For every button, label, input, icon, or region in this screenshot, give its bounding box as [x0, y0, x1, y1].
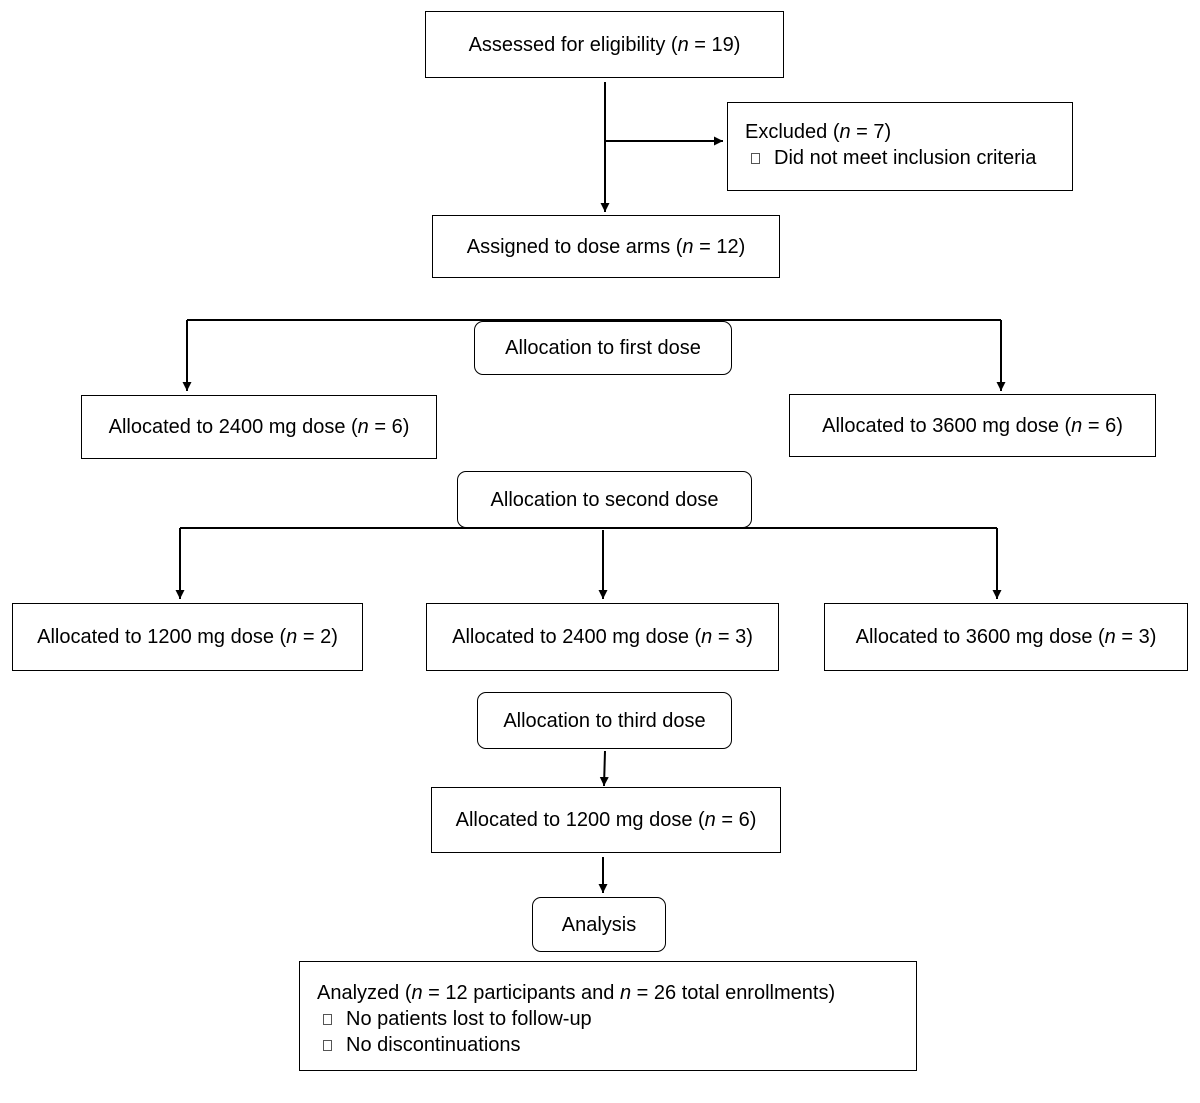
- first-dose-allocation-label: Allocation to first dose: [505, 337, 701, 359]
- first-dose-arm-2400: Allocated to 2400 mg dose (n = 6): [81, 395, 437, 459]
- excluded-box: Excluded (n = 7) Did not meet inclusion …: [727, 102, 1073, 191]
- arrow-third-dose: [599, 750, 609, 787]
- third-dose-allocation-box: Allocation to third dose: [477, 692, 732, 749]
- second-dose-arm-1200-label: Allocated to 1200 mg dose (n = 2): [37, 626, 338, 648]
- analyzed-box: Analyzed (n = 12 participants and n = 26…: [299, 961, 917, 1071]
- bullet-icon: [751, 153, 760, 165]
- analyzed-note-discontinuations: No discontinuations: [317, 1032, 916, 1058]
- analysis-box: Analysis: [532, 897, 666, 952]
- excluded-label: Excluded (n = 7): [745, 121, 892, 143]
- second-dose-arm-2400-label: Allocated to 2400 mg dose (n = 3): [452, 626, 753, 648]
- third-dose-allocation-label: Allocation to third dose: [503, 709, 706, 732]
- first-dose-arm-3600: Allocated to 3600 mg dose (n = 6): [789, 394, 1156, 457]
- first-dose-arm-3600-label: Allocated to 3600 mg dose (n = 6): [822, 414, 1123, 437]
- assigned-label: Assigned to dose arms (n = 12): [466, 235, 746, 258]
- first-dose-allocation-box: Allocation to first dose: [474, 321, 732, 375]
- second-dose-allocation-label: Allocation to second dose: [490, 488, 719, 511]
- second-dose-arm-1200: Allocated to 1200 mg dose (n = 2): [12, 603, 363, 671]
- third-dose-arm-1200: Allocated to 1200 mg dose (n = 6): [431, 787, 781, 853]
- second-dose-arm-3600-label: Allocated to 3600 mg dose (n = 3): [855, 626, 1157, 648]
- bullet-icon: [323, 1014, 332, 1026]
- analyzed-note-lost-to-follow-up: No patients lost to follow-up: [317, 1006, 916, 1032]
- third-dose-arm-1200-label: Allocated to 1200 mg dose (n = 6): [455, 809, 757, 831]
- second-dose-arm-3600: Allocated to 3600 mg dose (n = 3): [824, 603, 1188, 671]
- analysis-label: Analysis: [561, 913, 637, 936]
- second-dose-allocation-box: Allocation to second dose: [457, 471, 752, 528]
- second-dose-arm-2400: Allocated to 2400 mg dose (n = 3): [426, 603, 779, 671]
- assessed-label: Assessed for eligibility (n = 19): [468, 33, 741, 56]
- bullet-icon: [323, 1040, 332, 1052]
- assessed-box: Assessed for eligibility (n = 19): [425, 11, 784, 78]
- assigned-box: Assigned to dose arms (n = 12): [432, 215, 780, 278]
- analyzed-summary: Analyzed (n = 12 participants and n = 26…: [317, 982, 836, 1004]
- excluded-reason: Did not meet inclusion criteria: [745, 145, 1072, 171]
- first-dose-arm-2400-label: Allocated to 2400 mg dose (n = 6): [108, 416, 410, 438]
